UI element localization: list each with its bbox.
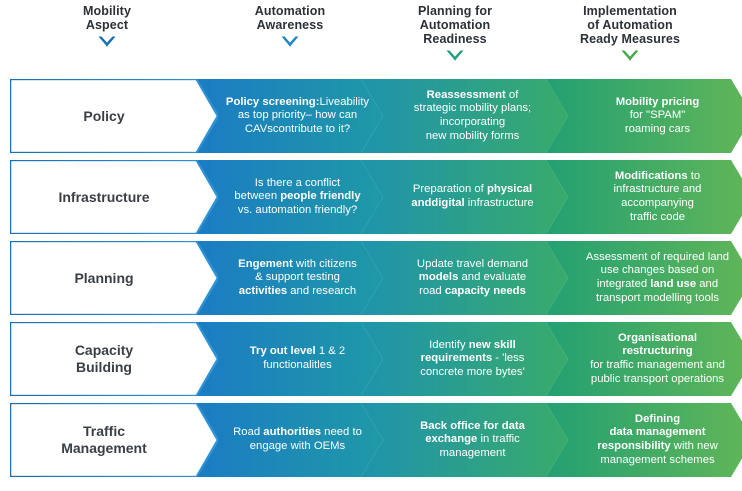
chevron-shape: [10, 160, 218, 234]
matrix-row: Planning Engement with citizens& support …: [0, 241, 742, 315]
column-header-mobility-aspect: Mobility Aspect: [12, 4, 202, 49]
matrix-row: Policy Policy screening:Liveability as to…: [0, 79, 742, 153]
chevron-shape: [546, 160, 742, 234]
chevron-shape: [10, 322, 218, 396]
cell-mobility-aspect[interactable]: Capacity Building: [10, 322, 218, 396]
column-header-planning-for-automation-readiness: Planning for Automation Readiness: [360, 4, 550, 63]
chevron-down-icon: [280, 35, 300, 49]
column-header-label: Planning for Automation Readiness: [417, 4, 493, 46]
chevron-down-icon: [97, 35, 117, 49]
column-headers: Mobility Aspect Automation Awareness Plann…: [0, 0, 742, 76]
cell-text: Infrastructure: [58, 188, 150, 205]
chevron-shape: [10, 79, 218, 153]
cell-mobility-aspect[interactable]: Planning: [10, 241, 218, 315]
chevron-shape: [196, 79, 383, 153]
cell-automation-awareness[interactable]: Policy screening:Liveability as top prio…: [196, 79, 383, 153]
cell-text: Planning: [74, 269, 134, 286]
chevron-down-icon: [620, 49, 640, 63]
chevron-shape: [361, 403, 568, 477]
cell-mobility-aspect[interactable]: Policy: [10, 79, 218, 153]
cell-text: Traffic Management: [61, 423, 147, 456]
chevron-shape: [546, 241, 742, 315]
chevron-shape: [10, 403, 218, 477]
cell-mobility-aspect[interactable]: Traffic Management: [10, 403, 218, 477]
chevron-shape: [196, 403, 383, 477]
cell-text: Policy screening:Liveability as top prio…: [225, 95, 370, 135]
chevron-shape: [196, 160, 383, 234]
cell-text: Policy: [83, 107, 125, 124]
chevron-shape: [546, 79, 742, 153]
chevron-shape: [546, 403, 742, 477]
matrix-row: Traffic Management Road authorities need …: [0, 403, 742, 477]
cell-mobility-aspect[interactable]: Infrastructure: [10, 160, 218, 234]
column-header-label: Mobility Aspect: [82, 4, 132, 32]
chevron-down-icon: [445, 49, 465, 63]
chevron-shape: [196, 322, 383, 396]
chevron-shape: [10, 241, 218, 315]
cell-text: Capacity Building: [74, 342, 134, 375]
chevron-shape: [361, 160, 568, 234]
column-header-implementation-of-automation-ready-measures: Implementation of Automation Ready Measu…: [535, 4, 725, 63]
column-header-automation-awareness: Automation Awareness: [195, 4, 385, 49]
chevron-shape: [361, 241, 568, 315]
chevron-shape: [361, 79, 568, 153]
column-header-label: Automation Awareness: [254, 4, 326, 32]
column-header-label: Implementation of Automation Ready Measu…: [579, 4, 681, 46]
chevron-shape: [546, 322, 742, 396]
chevron-shape: [196, 241, 383, 315]
chevron-shape: [361, 322, 568, 396]
